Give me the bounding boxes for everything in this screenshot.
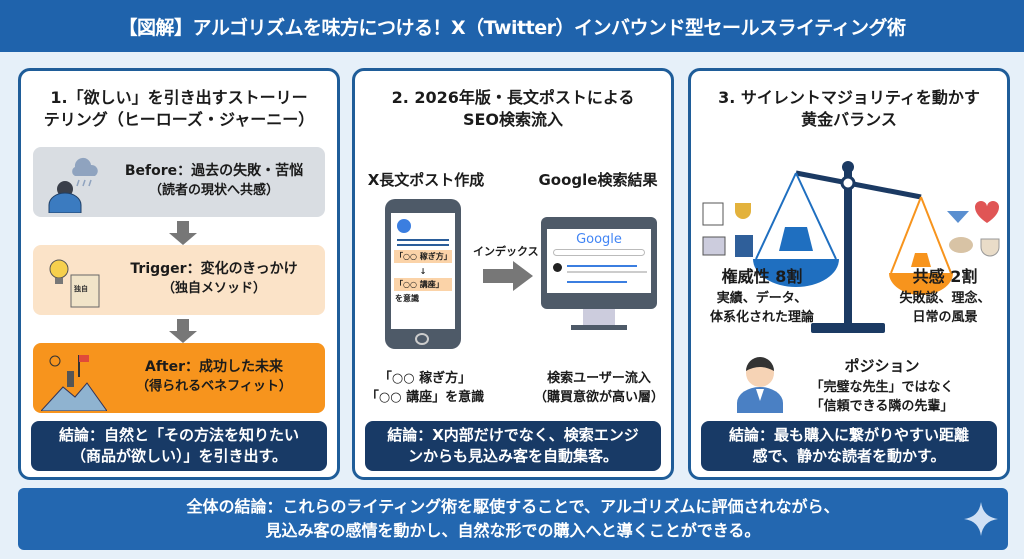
- authority-icons: [702, 202, 753, 257]
- conclusion-line: 全体の結論：これらのライティング術を駆使することで、アルゴリズムに評価されながら…: [186, 497, 840, 516]
- authority-title: 権威性 8割: [721, 267, 803, 286]
- down-arrow-icon: [169, 221, 197, 245]
- panel-title: 2. 2026年版・長文ポストによる SEO検索流入: [355, 87, 671, 131]
- person-avatar-icon: [737, 357, 783, 413]
- position-line: 「信頼できる隣の先輩」: [810, 399, 954, 414]
- smartphone-icon: 「○○ 稼ぎ方」 ↓ 「○○ 講座」 を意識: [385, 199, 461, 349]
- right-arrow-icon: [483, 261, 533, 291]
- conclusion-line: （商品が欲しい）」を引き出す。: [70, 447, 287, 465]
- step-title: Before：過去の失敗・苦悩: [124, 163, 304, 179]
- step-title: Trigger：変化のきっかけ: [130, 261, 298, 277]
- title-line: 1.「欲しい」を引き出すストーリー: [50, 88, 308, 107]
- title-line: 黄金バランス: [801, 110, 897, 129]
- conclusion-line: 感で、静かな読者を動かす。: [752, 447, 946, 465]
- authority-text: 権威性 8割実績、データ、体系化された理論: [697, 267, 827, 327]
- authority-line: 実績、データ、: [716, 291, 808, 306]
- caption-line: 「○○ 稼ぎ方」: [378, 371, 472, 386]
- step-subtitle: （得られるベネフィット）: [136, 379, 292, 394]
- empathy-text: 共感 2割失敗談、理念、日常の風景: [885, 267, 1005, 327]
- scroll-text: 独自: [73, 284, 88, 293]
- conclusion-box: 結論：自然と「その方法を知りたい （商品が欲しい）」を引き出す。: [31, 421, 327, 471]
- lightbulb-scroll-icon: 独自: [49, 259, 100, 308]
- caption-line: 「○○ 講座」を意識: [365, 390, 485, 405]
- panel-balance: 3. サイレントマジョリティを動かす黄金バランス 権威性 8割実績、データ、体系…: [688, 68, 1010, 480]
- keyword-tag: 「○○ 稼ぎ方」: [394, 250, 452, 263]
- phone-note: を意識: [395, 294, 419, 303]
- empathy-title: 共感 2割: [912, 267, 978, 286]
- page-title: 【図解】アルゴリズムを味方につける！X（Twitter）インバウンド型セールスラ…: [0, 0, 1024, 52]
- empathy-line: 日常の風景: [912, 310, 978, 325]
- panel-storytelling: 1.「欲しい」を引き出すストーリーテリング（ヒーローズ・ジャーニー） Befor…: [18, 68, 340, 480]
- title-line: テリング（ヒーローズ・ジャーニー）: [43, 110, 315, 129]
- conclusion-line: 結論：自然と「その方法を知りたい: [58, 426, 299, 444]
- conclusion-line: 結論：X内部だけでなく、検索エンジ: [387, 426, 639, 444]
- balance-scale-icon: [702, 161, 1000, 333]
- mountain-flag-icon: [41, 355, 107, 411]
- arrow-label: インデックス: [473, 245, 539, 258]
- conclusion-box: 結論：最も購入に繋がりやすい距離感で、静かな読者を動かす。: [701, 421, 997, 471]
- step-title: After：成功した未来: [144, 359, 284, 375]
- sad-person-rain-icon: [48, 157, 98, 213]
- caption-line: （購買意欲が高い層）: [533, 390, 664, 405]
- google-logo: Google: [576, 232, 622, 247]
- sparkle-icon: [964, 502, 998, 536]
- panel-title: 3. サイレントマジョリティを動かす黄金バランス: [691, 87, 1007, 131]
- title-line: 2. 2026年版・長文ポストによる: [391, 88, 635, 107]
- label-google: Google検索結果: [538, 171, 658, 189]
- conclusion-line: ンからも見込み客を自動集客。: [407, 447, 618, 465]
- empathy-line: 失敗談、理念、: [899, 291, 991, 306]
- authority-line: 体系化された理論: [709, 310, 814, 325]
- label-x-post: X長文ポスト作成: [367, 171, 485, 189]
- down-arrow-icon: [169, 319, 197, 343]
- panel-seo: 2. 2026年版・長文ポストによる SEO検索流入 X長文ポスト作成 Googl…: [352, 68, 674, 480]
- step-before: Before：過去の失敗・苦悩 （読者の現状へ共感）: [33, 147, 325, 217]
- title-line: SEO検索流入: [462, 110, 564, 129]
- keyword-tag: 「○○ 講座」: [394, 278, 452, 291]
- overall-conclusion: 全体の結論：これらのライティング術を駆使することで、アルゴリズムに評価されながら…: [18, 488, 1008, 550]
- right-caption: 検索ユーザー流入 （購買意欲が高い層）: [531, 369, 667, 407]
- position-title: ポジション: [844, 357, 920, 375]
- panel-title: 1.「欲しい」を引き出すストーリーテリング（ヒーローズ・ジャーニー）: [21, 87, 337, 131]
- position-text: ポジション「完璧な先生」ではなく「信頼できる隣の先輩」: [787, 357, 977, 416]
- conclusion-line: 見込み客の感情を動かし、自然な形での購入へと導くことができる。: [265, 521, 761, 540]
- step-after: After：成功した未来 （得られるベネフィット）: [33, 343, 325, 413]
- title-line: 3. サイレントマジョリティを動かす: [718, 88, 980, 107]
- step-subtitle: （独自メソッド）: [161, 281, 266, 296]
- monitor-icon: Google: [541, 217, 657, 335]
- caption-line: 検索ユーザー流入: [547, 371, 651, 386]
- step-trigger: 独自 Trigger：変化のきっかけ （独自メソッド）: [33, 245, 325, 315]
- conclusion-box: 結論：X内部だけでなく、検索エンジンからも見込み客を自動集客。: [365, 421, 661, 471]
- step-subtitle: （読者の現状へ共感）: [148, 183, 279, 198]
- empathy-icons: [947, 201, 1000, 257]
- position-line: 「完璧な先生」ではなく: [810, 380, 954, 395]
- left-caption: 「○○ 稼ぎ方」「○○ 講座」を意識: [355, 369, 495, 407]
- conclusion-line: 結論：最も購入に繋がりやすい距離: [728, 426, 969, 444]
